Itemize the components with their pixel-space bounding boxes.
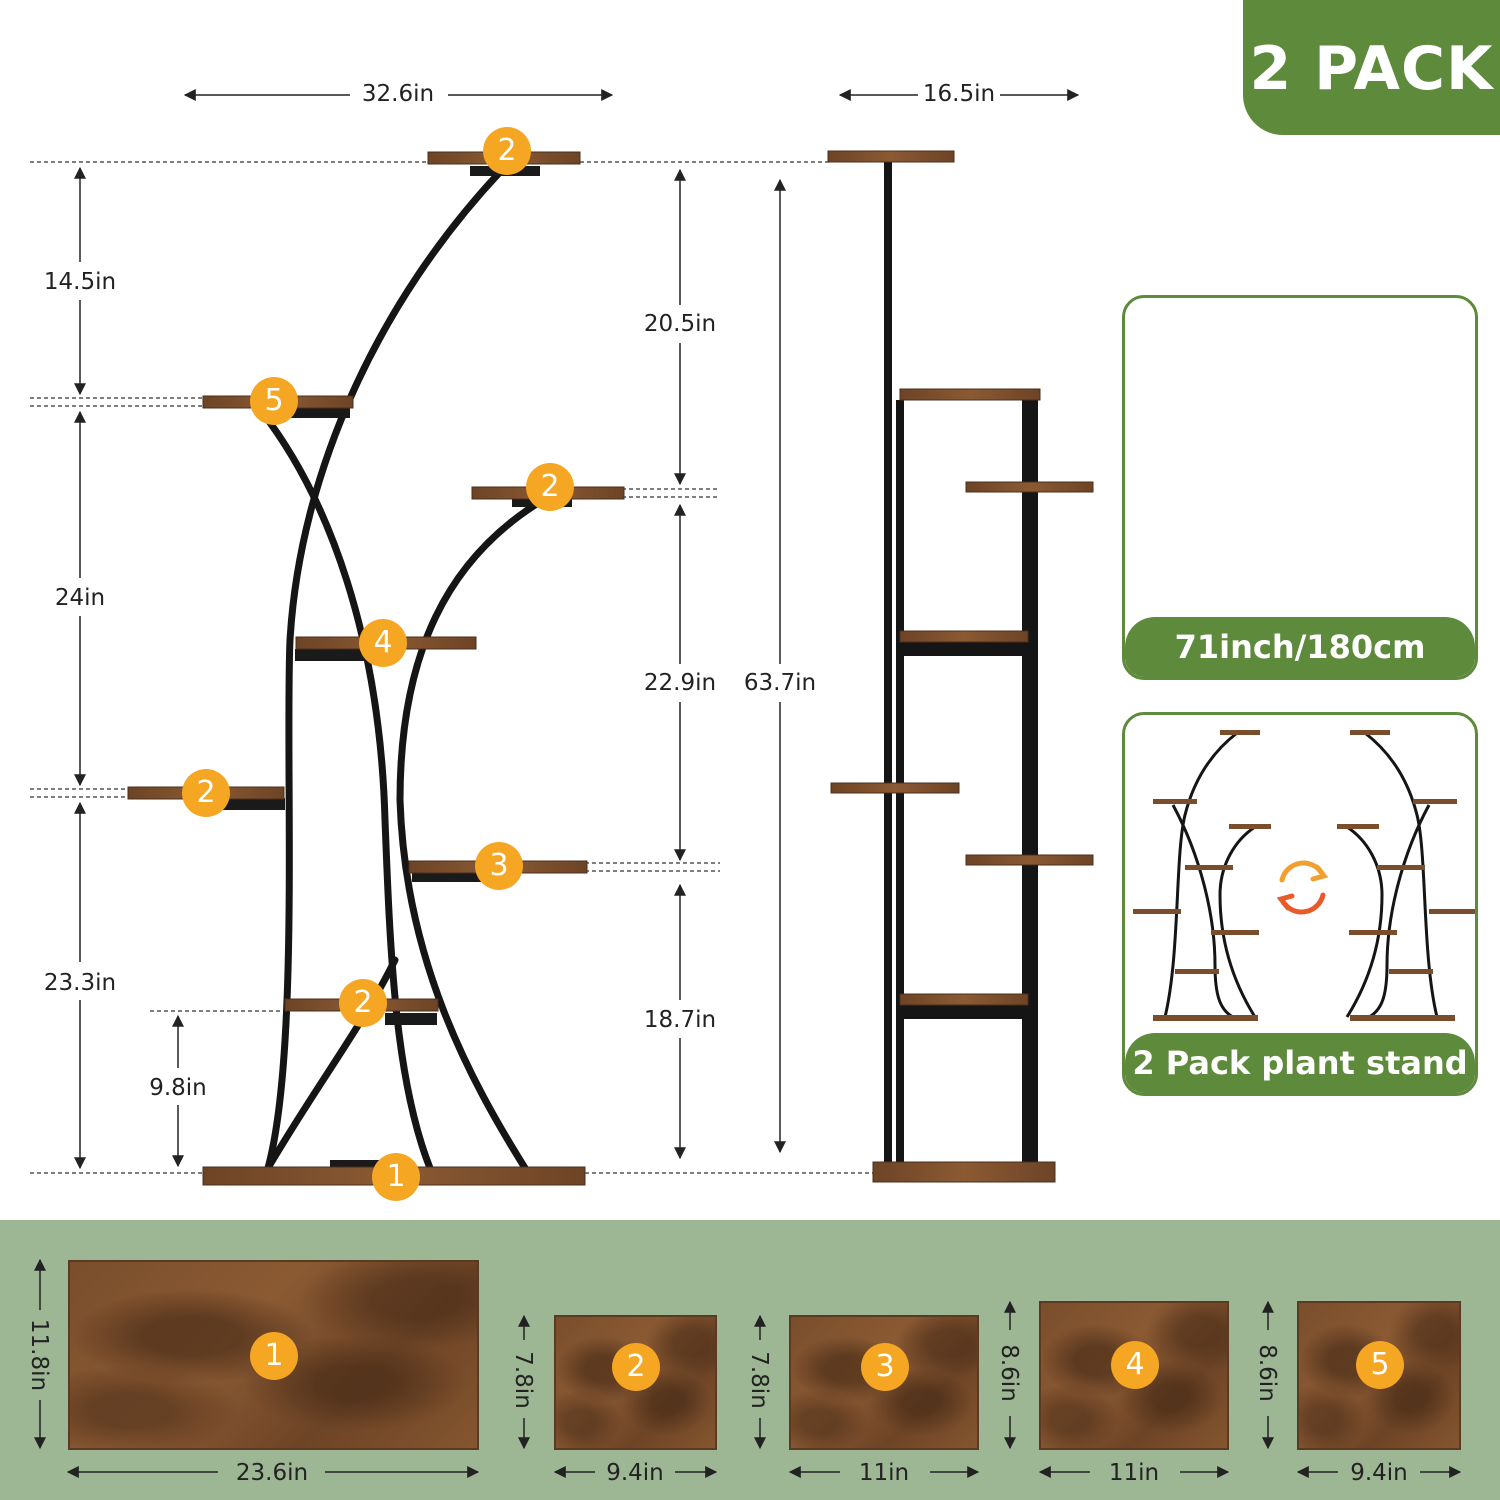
left-height-dimensions bbox=[74, 166, 184, 1170]
board-5-width: 9.4in bbox=[1350, 1460, 1408, 1486]
board-number: 1 bbox=[250, 1332, 298, 1380]
board-3-width: 11in bbox=[859, 1460, 909, 1486]
board-5: 5 bbox=[1297, 1301, 1461, 1450]
dim-20-5: 20.5in bbox=[644, 311, 716, 337]
board-3: 3 bbox=[789, 1315, 979, 1450]
board-4-depth: 8.6in bbox=[996, 1344, 1022, 1402]
swap-arrows-icon bbox=[1276, 860, 1329, 915]
grow-light-panel: 71inch/180cm bbox=[1122, 295, 1478, 680]
board-2-width: 9.4in bbox=[606, 1460, 664, 1486]
dim-63-7: 63.7in bbox=[744, 670, 816, 696]
shelf-number: 4 bbox=[359, 619, 407, 667]
shelf-number: 2 bbox=[526, 463, 574, 511]
board-3-depth: 7.8in bbox=[746, 1351, 772, 1409]
front-stand-shelves bbox=[127, 151, 625, 1186]
pack-badge-label: 2 PACK bbox=[1249, 34, 1494, 104]
shelf-number: 5 bbox=[250, 377, 298, 425]
board-1: 1 bbox=[68, 1260, 479, 1450]
pack-badge: 2 PACK bbox=[1243, 0, 1500, 135]
shelf-number: 2 bbox=[483, 127, 531, 175]
board-2-depth: 7.8in bbox=[510, 1351, 536, 1409]
board-1-width: 23.6in bbox=[236, 1460, 308, 1486]
front-width-dimension: 32.6in bbox=[183, 81, 614, 107]
two-pack-panel: 2 Pack plant stand bbox=[1122, 712, 1478, 1096]
two-pack-illustration bbox=[1133, 730, 1475, 1021]
board-4-width: 11in bbox=[1109, 1460, 1159, 1486]
dim-9-8: 9.8in bbox=[149, 1075, 207, 1101]
center-height-dimensions bbox=[674, 168, 786, 1160]
board-5-depth: 8.6in bbox=[1254, 1344, 1280, 1402]
shelf-number: 2 bbox=[339, 979, 387, 1027]
reference-lines bbox=[30, 161, 875, 1174]
board-number: 4 bbox=[1111, 1341, 1159, 1389]
board-4: 4 bbox=[1039, 1301, 1229, 1450]
dim-24: 24in bbox=[55, 585, 105, 611]
board-dimension-lines: 23.6in 9.4in 11in 11in 9.4in 11.8in 7.8i… bbox=[26, 1258, 1462, 1486]
two-pack-caption: 2 Pack plant stand bbox=[1125, 1033, 1475, 1093]
dim-18-7: 18.7in bbox=[644, 1007, 716, 1033]
side-width-label: 16.5in bbox=[923, 81, 995, 107]
side-width-dimension: 16.5in bbox=[838, 81, 1080, 107]
dim-23-3: 23.3in bbox=[44, 970, 116, 996]
side-stand bbox=[827, 150, 1094, 1183]
board-1-depth: 11.8in bbox=[26, 1319, 52, 1391]
front-stand-brackets bbox=[190, 166, 572, 1172]
board-number: 2 bbox=[612, 1343, 660, 1391]
dim-22-9: 22.9in bbox=[644, 670, 716, 696]
front-width-label: 32.6in bbox=[362, 81, 434, 107]
grow-light-caption: 71inch/180cm bbox=[1125, 617, 1475, 677]
shelf-number: 3 bbox=[475, 842, 523, 890]
board-number: 5 bbox=[1356, 1341, 1404, 1389]
dim-14-5: 14.5in bbox=[44, 269, 116, 295]
board-number: 3 bbox=[861, 1343, 909, 1391]
front-stand-frame bbox=[258, 168, 539, 1172]
shelf-number: 1 bbox=[372, 1153, 420, 1201]
board-2: 2 bbox=[554, 1315, 717, 1450]
shelf-number: 2 bbox=[182, 769, 230, 817]
